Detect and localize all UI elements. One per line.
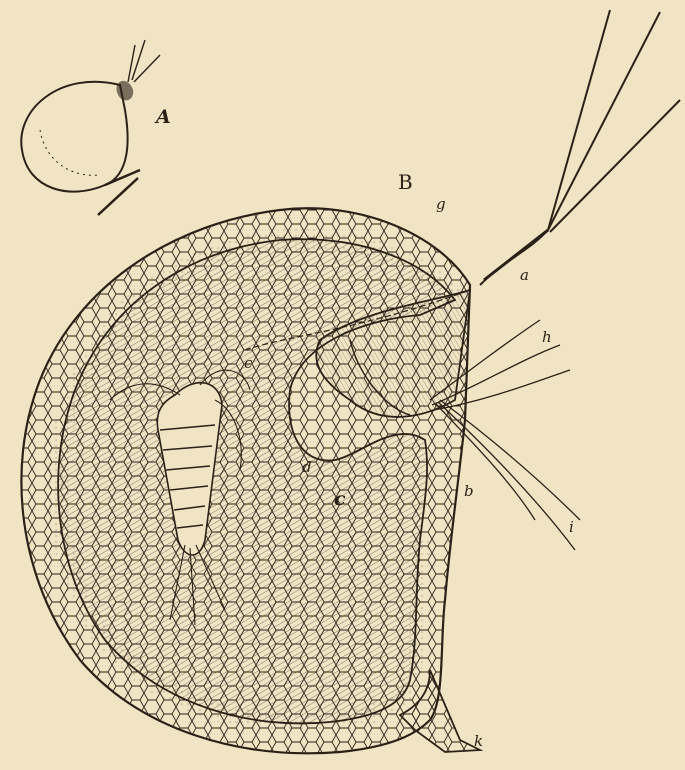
antennae	[480, 10, 680, 285]
label-i: i	[569, 520, 574, 535]
label-d: d	[302, 460, 312, 475]
label-b-figure: B	[398, 172, 413, 192]
label-h: h	[542, 330, 552, 345]
label-c-upper: c	[244, 356, 252, 371]
main-specimen-b	[21, 10, 680, 753]
label-k: k	[474, 734, 483, 749]
label-g: g	[436, 197, 446, 212]
label-a-figure: A	[156, 108, 171, 127]
label-a-part: a	[520, 268, 529, 283]
label-b-part: b	[464, 484, 474, 499]
small-specimen-a	[21, 40, 160, 215]
label-c-lower: c	[334, 490, 346, 509]
